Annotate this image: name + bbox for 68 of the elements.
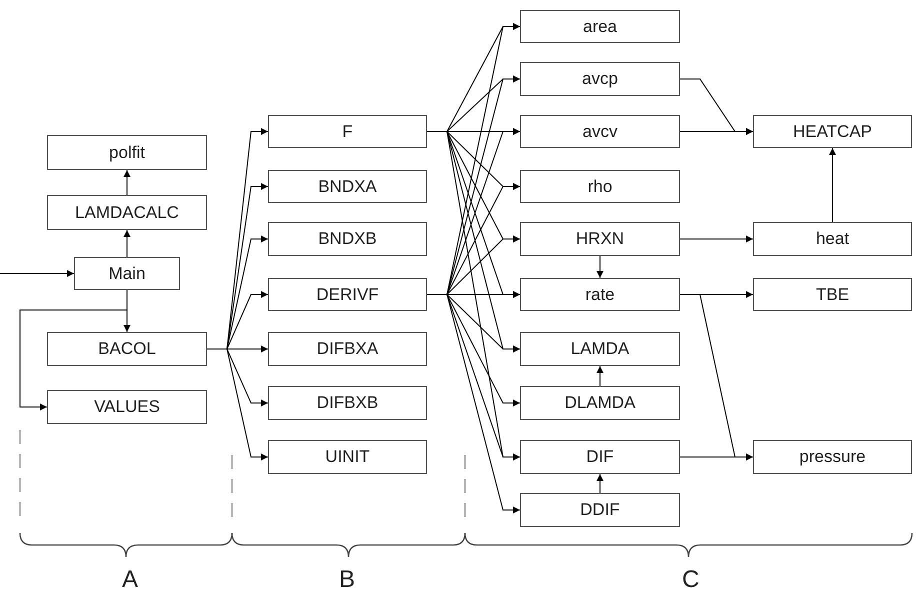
arrow bbox=[426, 294, 520, 514]
function-box bbox=[520, 440, 680, 474]
arrow bbox=[680, 128, 754, 135]
function-name: DERIVF bbox=[316, 284, 379, 304]
function-name: BACOL bbox=[98, 339, 156, 359]
arrow bbox=[680, 236, 754, 242]
function-name: DIFBXB bbox=[316, 393, 378, 413]
function-box bbox=[520, 222, 680, 256]
function-name: area bbox=[582, 16, 618, 36]
function-name: HEATCAP bbox=[792, 122, 872, 142]
group-label: B bbox=[339, 566, 356, 594]
function-name: DLAMDA bbox=[564, 393, 636, 413]
function-name: DDIF bbox=[580, 500, 620, 520]
function-box bbox=[520, 278, 680, 311]
arrow bbox=[596, 366, 604, 386]
function-box bbox=[520, 332, 680, 366]
arrow bbox=[596, 474, 604, 494]
function-name: pressure bbox=[799, 447, 866, 467]
function-name: BNDXA bbox=[318, 176, 377, 196]
function-name: F bbox=[342, 122, 353, 142]
function-name: BNDXB bbox=[318, 229, 377, 249]
function-box bbox=[47, 332, 207, 366]
group-label: A bbox=[122, 566, 138, 594]
arrow bbox=[0, 270, 74, 277]
function-name: rho bbox=[588, 176, 612, 196]
function-box bbox=[520, 62, 680, 96]
function-box bbox=[47, 195, 207, 230]
function-box bbox=[520, 10, 680, 43]
function-name: Main bbox=[108, 264, 146, 284]
function-box bbox=[753, 278, 912, 311]
function-box bbox=[268, 222, 427, 256]
function-name: DIFBXA bbox=[316, 339, 378, 359]
function-box bbox=[268, 170, 427, 203]
function-name: rate bbox=[585, 284, 615, 304]
arrow bbox=[596, 256, 604, 278]
arrow bbox=[680, 454, 754, 460]
function-box bbox=[268, 278, 427, 311]
function-name: LAMDACALC bbox=[75, 202, 179, 222]
function-name: avcp bbox=[582, 69, 618, 89]
function-name: heat bbox=[816, 229, 850, 249]
function-box bbox=[753, 440, 912, 474]
function-name: LAMDA bbox=[570, 339, 630, 359]
function-name: avcv bbox=[582, 122, 618, 142]
function-name: UINIT bbox=[325, 447, 370, 467]
function-box bbox=[520, 115, 680, 148]
arrow bbox=[20, 290, 128, 410]
arrow bbox=[124, 170, 130, 196]
function-name: polfit bbox=[109, 142, 145, 162]
function-box bbox=[520, 493, 680, 527]
function-box bbox=[47, 390, 207, 424]
function-box bbox=[520, 170, 680, 203]
function-box bbox=[268, 440, 427, 474]
function-name: TBE bbox=[816, 284, 850, 304]
arrow bbox=[829, 148, 836, 222]
function-box bbox=[268, 332, 427, 366]
arrow bbox=[124, 230, 130, 258]
function-name: VALUES bbox=[94, 397, 160, 417]
function-box bbox=[268, 386, 427, 420]
function-box bbox=[47, 135, 207, 170]
function-box bbox=[753, 115, 912, 148]
function-name: DIF bbox=[586, 447, 614, 467]
function-box bbox=[753, 222, 912, 256]
function-box bbox=[268, 115, 427, 148]
function-name: HRXN bbox=[576, 229, 624, 249]
function-box bbox=[74, 257, 180, 290]
arrow bbox=[206, 348, 268, 460]
group-label: C bbox=[682, 566, 700, 594]
function-box bbox=[520, 386, 680, 420]
